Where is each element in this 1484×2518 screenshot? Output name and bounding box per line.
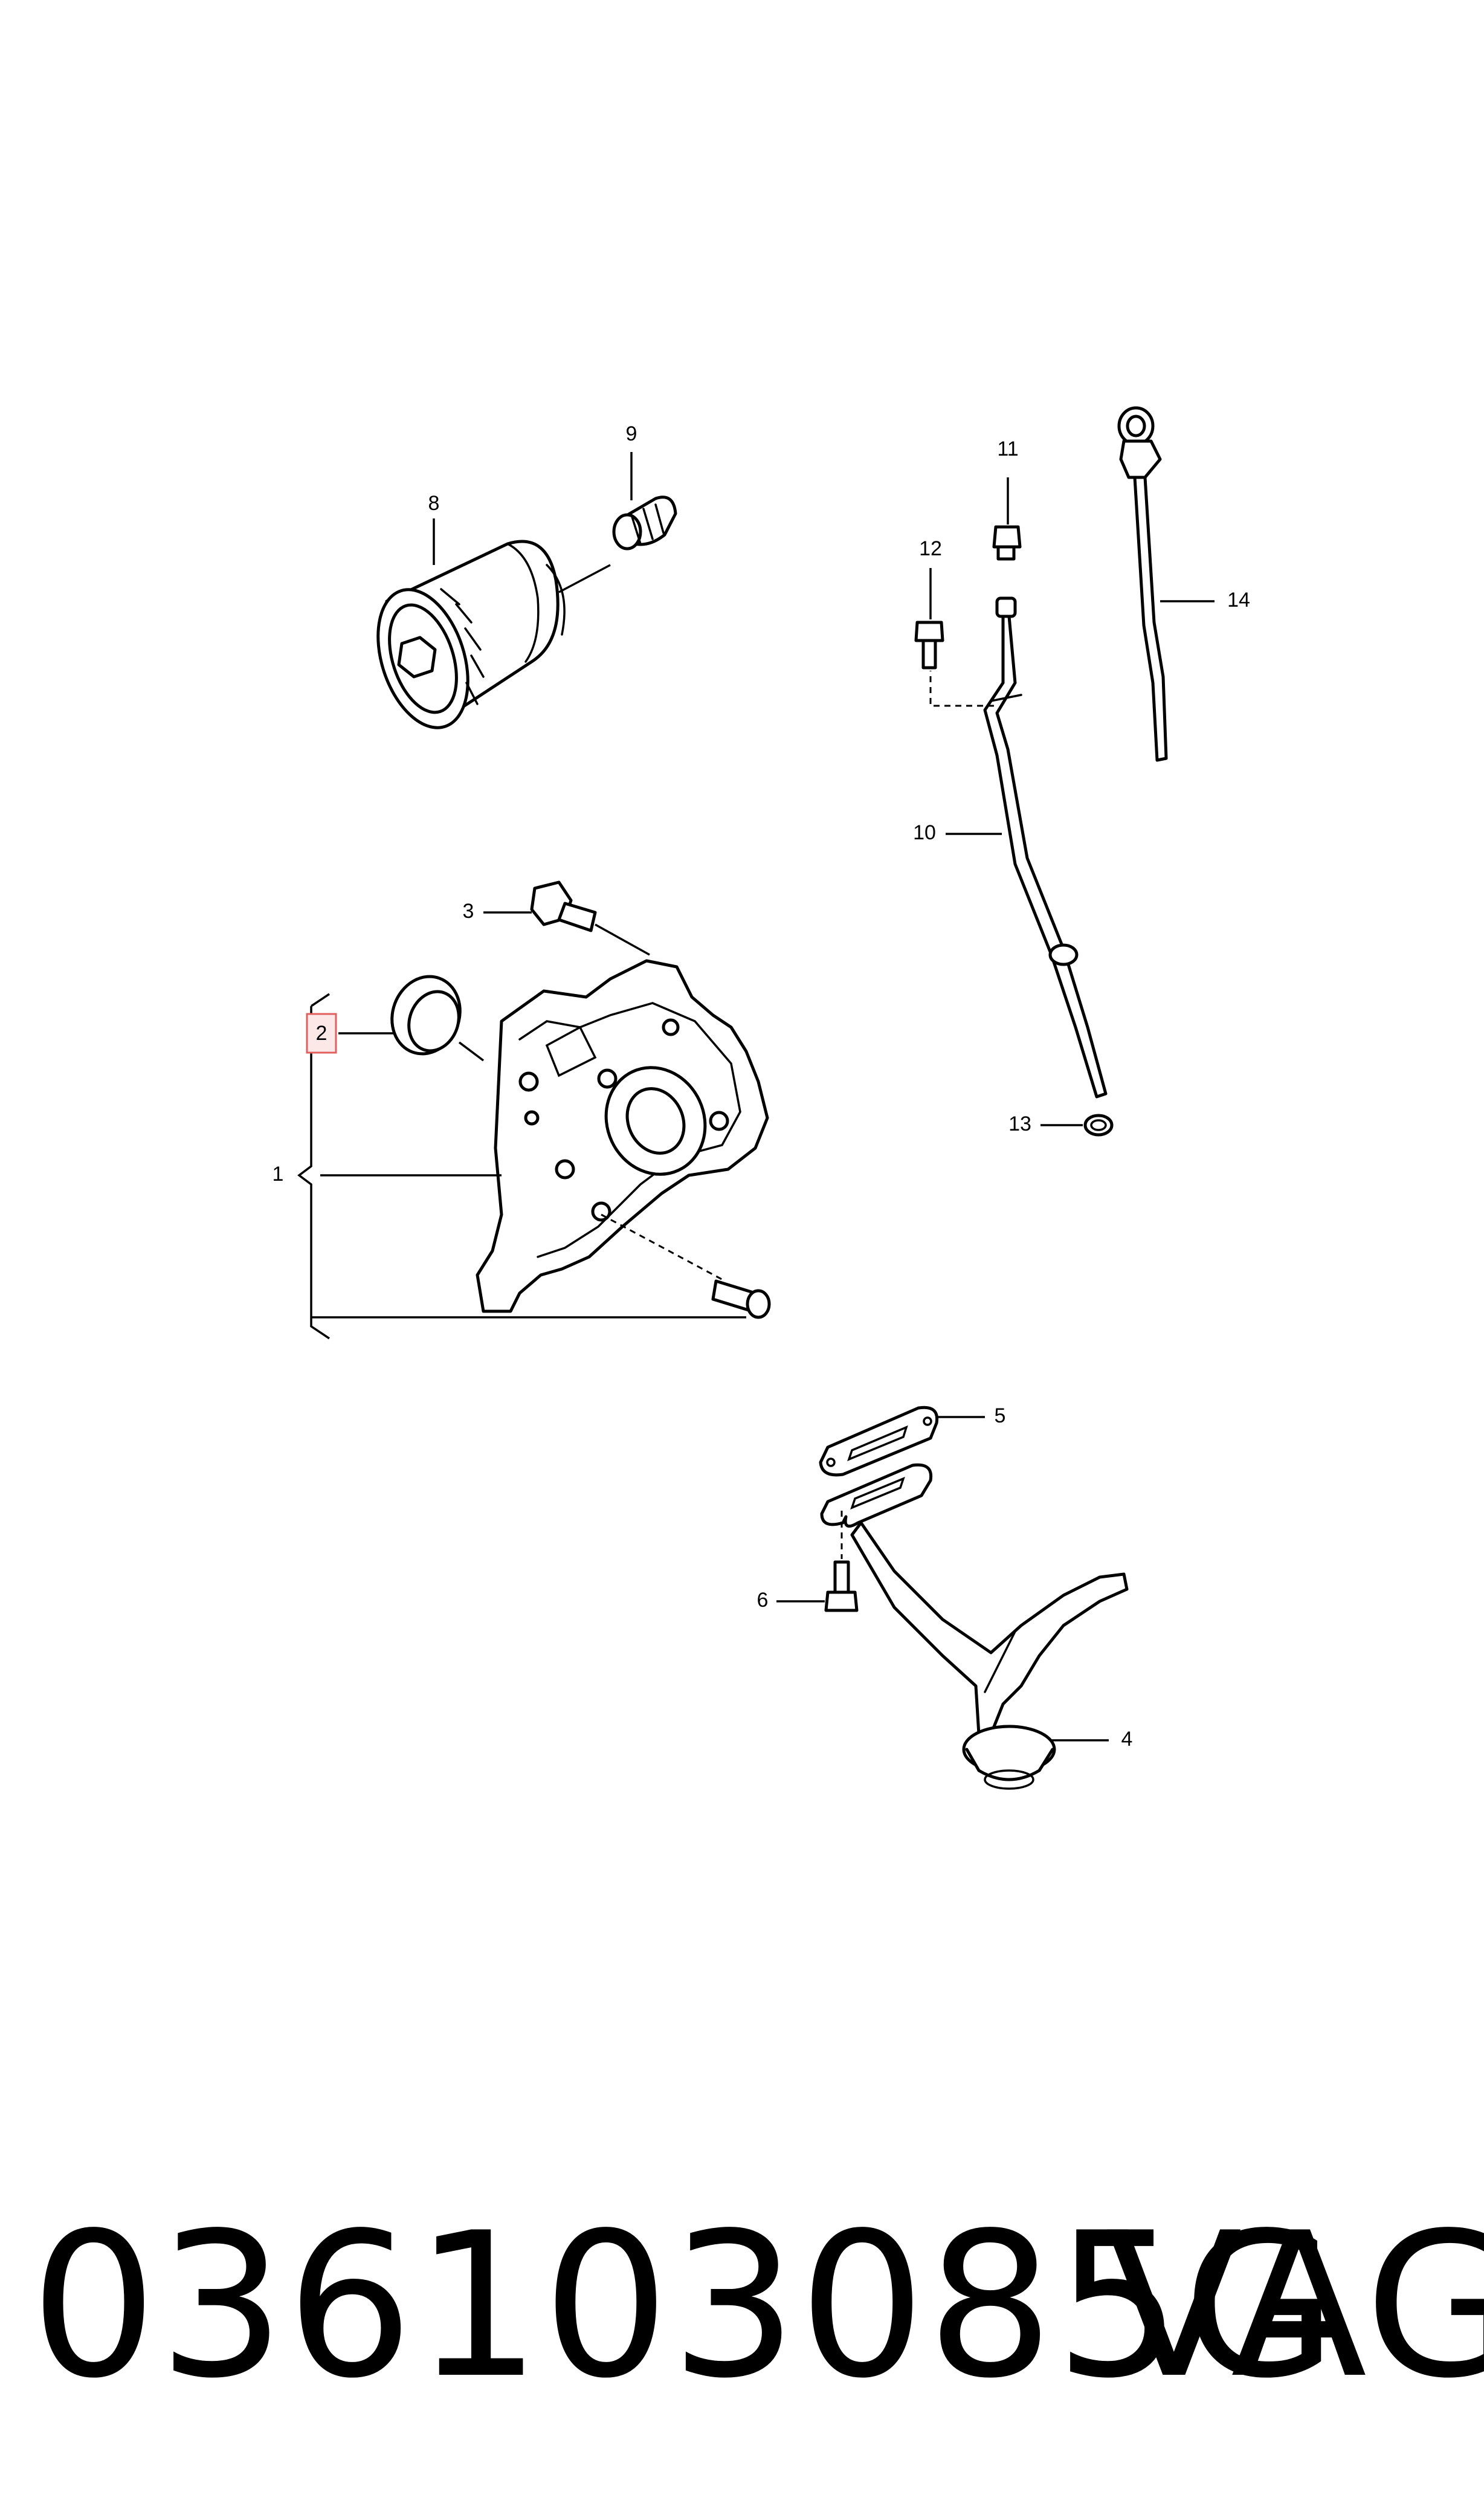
oil-seal-part [390, 975, 462, 1056]
part-number: 036103085G [30, 2190, 1338, 2422]
callout-5[interactable]: 5 [995, 1404, 1006, 1427]
oil-pickup-part [820, 1463, 1129, 1790]
pump-bolt-part [711, 1279, 771, 1319]
gasket-part [819, 1406, 939, 1477]
callout-12[interactable]: 12 [919, 537, 942, 560]
callout-11[interactable]: 11 [997, 437, 1018, 460]
oil-filter-part [376, 540, 566, 729]
bolt-3-part [530, 880, 597, 932]
callout-10[interactable]: 10 [913, 821, 936, 844]
leader-dash-12 [929, 671, 994, 707]
callout-2-highlight [306, 1013, 337, 1054]
leader-line-2b [458, 1041, 485, 1062]
oil-pump-part [476, 959, 769, 1313]
callout-9[interactable]: 9 [626, 422, 637, 445]
plug-part [612, 496, 677, 550]
leader-dash-1 [601, 1213, 726, 1282]
callout-1[interactable]: 1 [273, 1163, 284, 1186]
callout-13[interactable]: 13 [1008, 1112, 1031, 1135]
callout-3[interactable]: 3 [463, 900, 474, 923]
callout-2[interactable]: 2 [316, 1022, 327, 1045]
callout-8[interactable]: 8 [428, 492, 440, 515]
bolt-11-part [992, 525, 1022, 561]
callout-14[interactable]: 14 [1227, 589, 1250, 612]
brand-name: VAG [1106, 2190, 1484, 2422]
callout-4[interactable]: 4 [1121, 1728, 1133, 1751]
leader-line-3b [595, 923, 650, 956]
leader-line-9 [558, 564, 611, 593]
bolt-6-part [824, 1560, 859, 1612]
callout-6[interactable]: 6 [757, 1589, 769, 1612]
dipstick-part [1117, 406, 1168, 762]
bracket-1 [297, 993, 330, 1340]
dipstick-tube-part [983, 527, 1108, 1099]
bolt-12-part [914, 621, 944, 670]
o-ring-part [1083, 1114, 1114, 1137]
